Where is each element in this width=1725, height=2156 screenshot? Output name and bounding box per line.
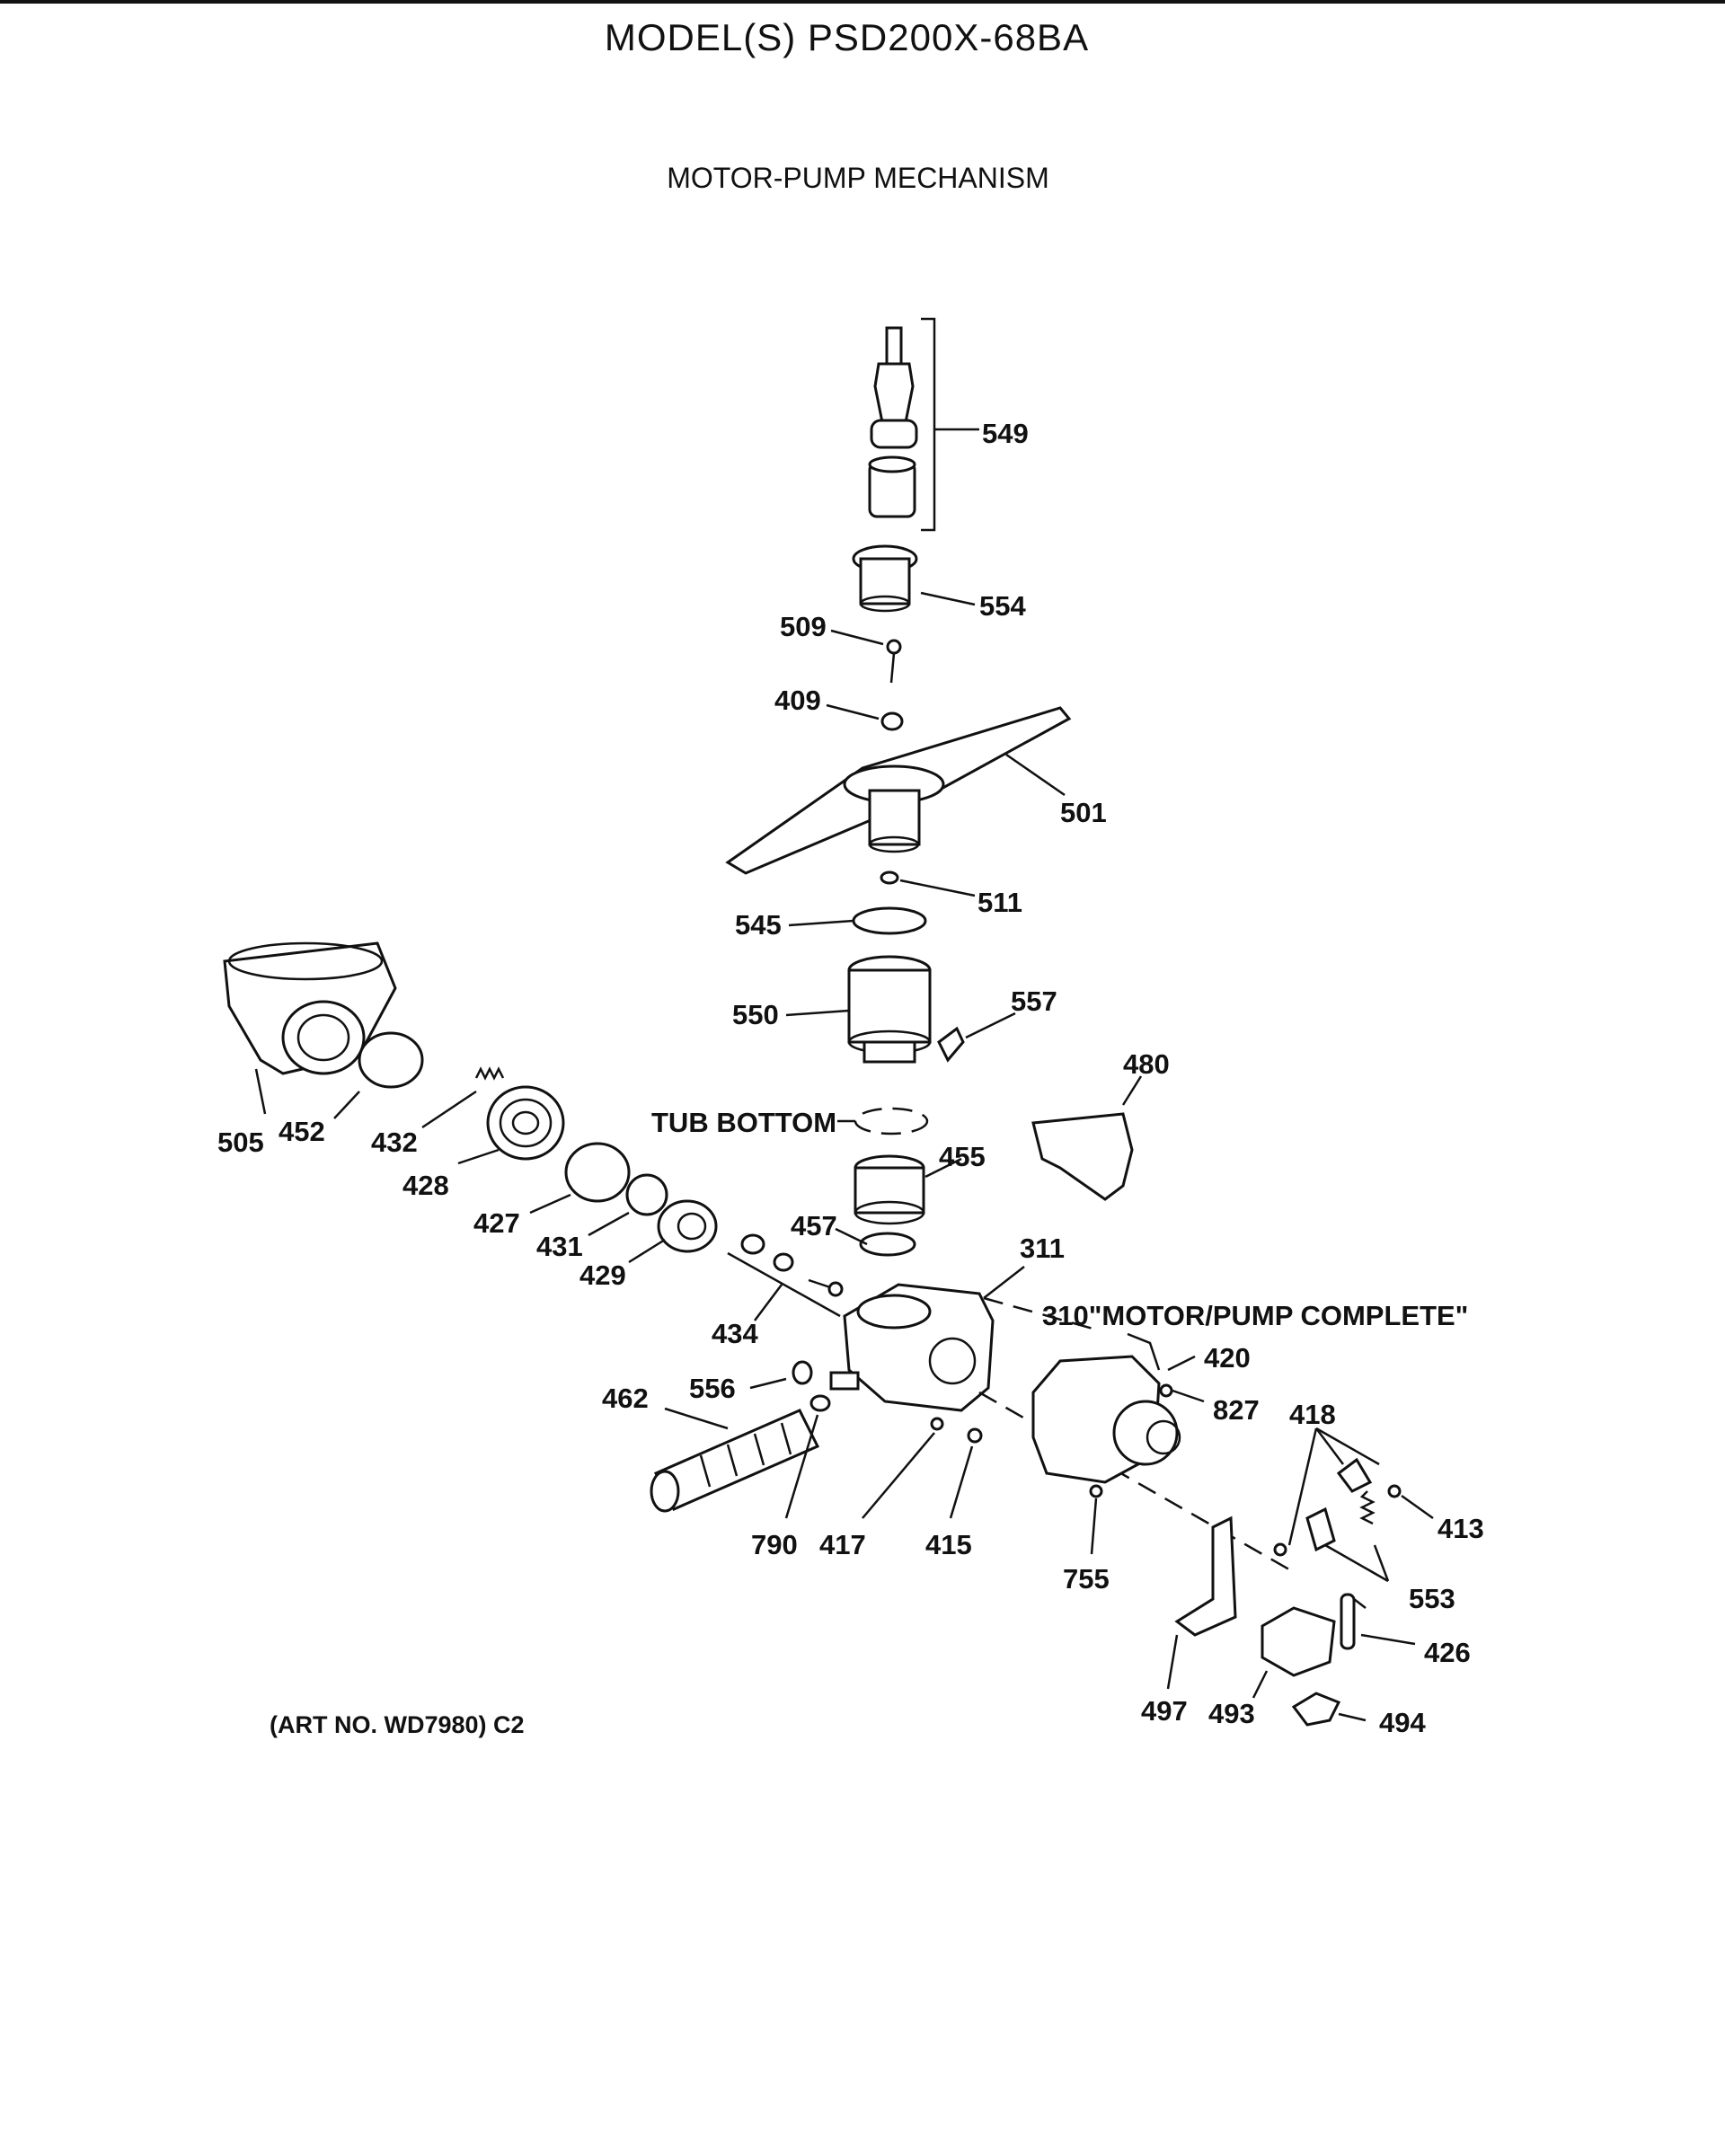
part-494-cover[interactable] [1291, 1692, 1341, 1727]
tub-bottom-ring [854, 1107, 929, 1135]
diagram-title: MOTOR-PUMP MECHANISM [667, 162, 1049, 194]
label-827: 827 [1213, 1394, 1260, 1426]
part-505-sump[interactable] [223, 941, 397, 1075]
part-409-nut[interactable] [880, 711, 904, 731]
label-550: 550 [732, 999, 779, 1030]
part-553-spring[interactable] [1359, 1490, 1376, 1525]
label-429: 429 [579, 1259, 626, 1291]
part-557-clip[interactable] [937, 1026, 965, 1063]
part-310-motor[interactable] [1031, 1355, 1181, 1484]
label-418: 418 [1289, 1399, 1336, 1430]
part-550-housing[interactable] [847, 955, 932, 1064]
part-415-screw[interactable] [967, 1427, 983, 1444]
part-426-pin[interactable] [1340, 1593, 1367, 1650]
part-493-relay[interactable] [1261, 1606, 1336, 1677]
label-434: 434 [712, 1318, 758, 1349]
label-motor-pump-complete: 310"MOTOR/PUMP COMPLETE" [1042, 1300, 1468, 1331]
label-457: 457 [791, 1210, 837, 1241]
part-497-bracket[interactable] [1174, 1515, 1237, 1637]
part-457-clamp[interactable] [859, 1232, 916, 1257]
label-409: 409 [774, 685, 821, 716]
part-431-seal-ring[interactable] [625, 1173, 668, 1216]
label-417: 417 [819, 1529, 866, 1560]
model-heading: MODEL(S) PSD200X-68BA [604, 16, 1090, 58]
label-431: 431 [536, 1231, 583, 1262]
label-505: 505 [217, 1127, 264, 1158]
part-420-wire[interactable] [1127, 1332, 1161, 1371]
part-427-ring[interactable] [564, 1142, 631, 1203]
label-428: 428 [402, 1170, 449, 1201]
label-426: 426 [1424, 1637, 1471, 1668]
part-418-bracket[interactable] [1273, 1457, 1373, 1557]
label-556: 556 [689, 1373, 736, 1404]
part-509-screw[interactable] [886, 639, 902, 684]
part-545-snap-ring[interactable] [852, 906, 927, 935]
label-427: 427 [473, 1207, 520, 1239]
label-455: 455 [939, 1141, 986, 1172]
part-417-washer[interactable] [930, 1417, 944, 1431]
label-tub-bottom: TUB BOTTOM [651, 1107, 836, 1138]
part-462-hose[interactable] [650, 1409, 820, 1513]
label-413: 413 [1438, 1513, 1484, 1544]
label-494: 494 [1379, 1707, 1426, 1738]
label-311: 311 [1020, 1233, 1065, 1264]
label-554: 554 [979, 590, 1026, 622]
bracket-549 [921, 317, 936, 532]
top-rule [0, 0, 1725, 4]
part-429-impeller[interactable] [657, 1199, 718, 1253]
label-755: 755 [1063, 1563, 1110, 1595]
label-462: 462 [602, 1383, 649, 1414]
part-428-impeller[interactable] [486, 1085, 565, 1161]
part-452-clamp[interactable] [358, 1031, 424, 1089]
part-556-plug[interactable] [792, 1360, 813, 1385]
label-790: 790 [751, 1529, 798, 1560]
label-420: 420 [1204, 1342, 1251, 1374]
part-311-pump-housing[interactable] [829, 1283, 995, 1412]
part-455-seal[interactable] [854, 1154, 925, 1225]
part-434-hardware[interactable] [740, 1233, 844, 1297]
label-493: 493 [1208, 1698, 1255, 1729]
label-549: 549 [982, 418, 1029, 449]
label-497: 497 [1141, 1695, 1188, 1727]
label-553: 553 [1409, 1583, 1455, 1614]
part-549-spray-tube[interactable] [868, 326, 918, 518]
part-432-spring[interactable] [474, 1066, 505, 1081]
part-790-clip[interactable] [809, 1394, 831, 1412]
label-557: 557 [1011, 985, 1057, 1017]
label-509: 509 [780, 611, 827, 642]
part-480-shield[interactable] [1031, 1112, 1134, 1201]
label-501: 501 [1060, 797, 1107, 828]
part-501-wash-arm[interactable] [725, 706, 1072, 875]
part-511-washer[interactable] [880, 870, 899, 885]
label-480: 480 [1123, 1048, 1170, 1080]
label-432: 432 [371, 1127, 418, 1158]
label-511: 511 [978, 887, 1022, 918]
part-827-screw[interactable] [1159, 1383, 1173, 1398]
part-755-screw[interactable] [1089, 1484, 1103, 1498]
label-545: 545 [735, 909, 782, 941]
part-554-nut[interactable] [852, 544, 918, 613]
label-452: 452 [279, 1116, 325, 1147]
art-number: (ART NO. WD7980) C2 [270, 1711, 525, 1738]
part-413-clip[interactable] [1387, 1484, 1402, 1498]
label-415: 415 [925, 1529, 972, 1560]
